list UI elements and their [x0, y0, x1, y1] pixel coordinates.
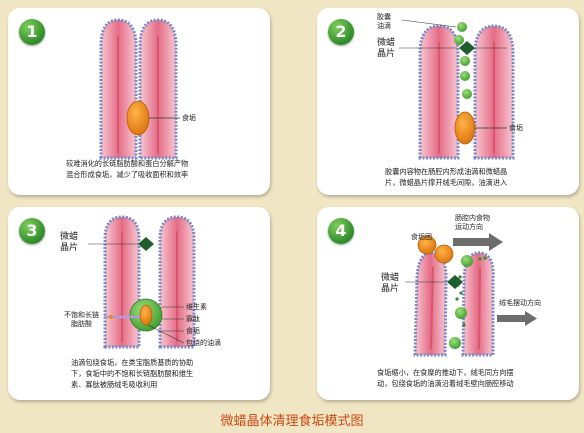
food-mass-label: 食垢团	[411, 233, 432, 241]
panel-caption: 油滴包绕食垢，在类宝脂质基质的协助 下，食垢中的不饱和长链脂肪酸和维生 素、寡肽…	[71, 358, 194, 389]
wax-flake-label: 微蜡 晶片	[60, 232, 79, 253]
micelle-oil-label: 胶囊 油滴	[377, 13, 391, 30]
peptide-label: 寡肽	[186, 315, 200, 323]
green-oil-droplets	[454, 22, 472, 99]
villus-left	[418, 24, 460, 160]
panel-2: 2 胶囊 油滴 微蜡 晶片 食垢 胶囊内容物在肠腔内形成油滴和微蜡晶 片，微蜡晶…	[317, 8, 579, 195]
wax-flake-shape	[447, 275, 463, 289]
villus-left	[99, 18, 138, 160]
panel-caption: 胶囊内容物在肠腔内形成油滴和微蜡晶 片，微蜡晶片撑开绒毛间隙，油滴进入	[385, 167, 508, 187]
wax-flake-shape	[138, 237, 154, 251]
step-number-badge: 2	[328, 19, 354, 45]
green-oil-droplets	[449, 255, 473, 349]
food-residue-label: 食垢	[182, 114, 196, 122]
villi-diagram-3	[88, 215, 196, 349]
lumen-direction-arrow	[453, 233, 503, 251]
villi-swing-label: 绒毛摆动方向	[499, 299, 541, 307]
wax-flake-shape	[459, 41, 475, 55]
panel-caption: 较难消化的长链脂肪酸和蛋白分解产物 混合形成食垢，减少了吸收面积和效率	[66, 159, 189, 179]
panel-3: 3 微蜡 晶片 不饱和长链 脂肪酸 维生素 寡肽 食垢 包绕的油滴 油滴包绕食垢…	[8, 207, 270, 400]
villus-right	[461, 251, 495, 357]
villi-diagram-4	[405, 233, 537, 357]
oil-wrap-label: 包绕的油滴	[186, 339, 221, 347]
panel-4: 4 食垢团 肠腔内食物 运动方向 微蜡 晶片 绒毛摆动方向 食垢缩小，在食糜的推…	[317, 207, 579, 400]
vitamin-label: 维生素	[186, 303, 207, 311]
food-residue-shape	[454, 111, 476, 145]
food-mass-shape	[417, 235, 454, 264]
lumen-direction-label: 肠腔内食物 运动方向	[455, 214, 490, 231]
villus-right	[138, 18, 178, 160]
villus-left	[103, 215, 141, 349]
food-residue-label: 食垢	[186, 327, 200, 335]
food-residue-shape	[139, 304, 153, 326]
fatty-acid-label: 不饱和长链 脂肪酸	[64, 311, 99, 328]
food-residue-label: 食垢	[509, 124, 523, 132]
wax-flake-label: 微蜡 晶片	[381, 273, 400, 294]
panel-1: 1 食垢 较难消化的长链脂肪酸和蛋白分解产物 混合形成食垢，减少了吸收面积和效率	[8, 8, 270, 195]
villus-right	[158, 215, 196, 349]
food-residue-shape	[126, 100, 150, 136]
step-number-badge: 4	[328, 218, 354, 244]
villus-right	[473, 24, 515, 160]
panel-caption: 食垢缩小，在食糜的推动下，绒毛同方向摆 动，包绕食垢的油滴沿着绒毛壁向肠腔移动	[377, 368, 514, 388]
wax-flake-label: 微蜡 晶片	[377, 38, 396, 59]
step-number-badge: 1	[19, 19, 45, 45]
villi-diagram-2	[399, 19, 515, 160]
villi-diagram-1	[99, 18, 180, 160]
villi-swing-arrow	[497, 311, 537, 326]
figure-title: 微蜡晶体清理食垢模式图	[220, 414, 364, 429]
villus-left	[413, 251, 448, 357]
step-number-badge: 3	[19, 218, 45, 244]
